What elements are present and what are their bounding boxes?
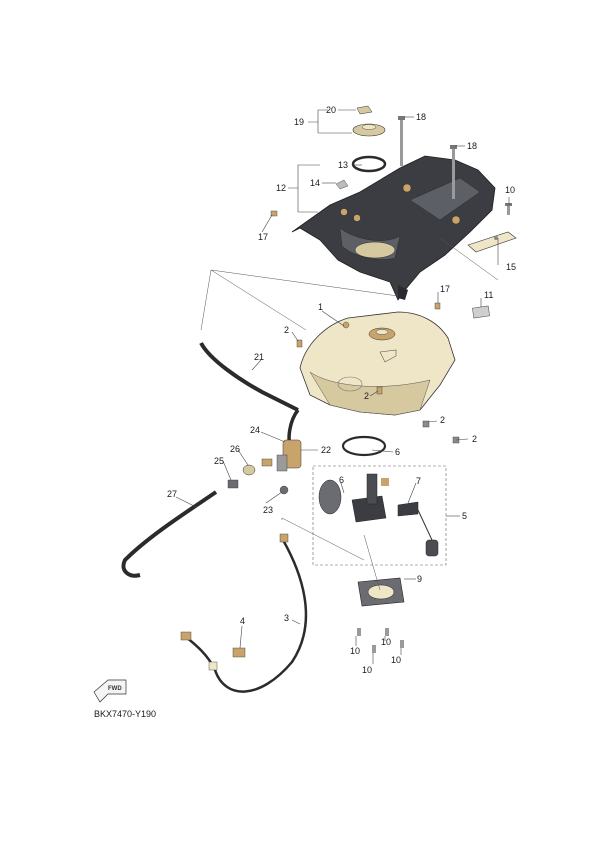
callout-1: 1: [318, 302, 323, 312]
callout-4: 4: [240, 616, 245, 626]
fuel-cap-parts: [335, 105, 387, 190]
flange-bolts: [357, 628, 404, 653]
callout-9: 9: [417, 574, 422, 584]
callout-6: 6: [339, 475, 344, 485]
callout-10: 10: [505, 185, 515, 195]
callout-2: 2: [284, 325, 289, 335]
callout-12: 12: [276, 183, 286, 193]
callout-3: 3: [284, 613, 289, 623]
callout-18: 18: [416, 112, 426, 122]
fuel-pump-assembly: [312, 465, 447, 566]
callout-22: 22: [321, 445, 331, 455]
fwd-label: FWD: [108, 686, 122, 692]
part-15-plate: [467, 231, 517, 253]
callout-2: 2: [364, 391, 369, 401]
callout-17: 17: [440, 284, 450, 294]
callout-10: 10: [350, 646, 360, 656]
callout-11: 11: [484, 290, 493, 300]
callout-5: 5: [462, 511, 467, 521]
callout-26: 26: [230, 444, 240, 454]
callout-21: 21: [254, 352, 264, 362]
callout-2: 2: [472, 434, 477, 444]
callout-25: 25: [214, 456, 224, 466]
callout-14: 14: [310, 178, 320, 188]
drawing-code: BKX7470-Y190: [94, 709, 156, 719]
callout-7: 7: [416, 476, 421, 486]
callout-2: 2: [440, 415, 445, 425]
callout-labels: 20 19 18 18 13 12 14 10 17 15 17 11 1 2 …: [167, 105, 516, 675]
callout-10: 10: [362, 665, 372, 675]
callout-10: 10: [381, 637, 391, 647]
callout-27: 27: [167, 489, 177, 499]
callout-6: 6: [395, 447, 400, 457]
tank-cover: [291, 155, 496, 301]
small-fittings: [180, 439, 302, 671]
cover-bolts: [270, 116, 512, 310]
hoses: [121, 341, 308, 693]
callout-23: 23: [263, 505, 273, 515]
callout-13: 13: [338, 160, 348, 170]
part-11-pad: [472, 305, 490, 319]
callout-20: 20: [326, 105, 336, 115]
callout-17: 17: [258, 232, 268, 242]
leader-lines: [175, 109, 510, 664]
flange-9: [357, 577, 405, 607]
fwd-arrow-icon: FWD: [93, 679, 127, 703]
callout-24: 24: [250, 425, 260, 435]
callout-15: 15: [506, 262, 516, 272]
fuel-tank: [299, 311, 456, 416]
callout-19: 19: [294, 117, 304, 127]
callout-10: 10: [391, 655, 401, 665]
callout-18: 18: [467, 141, 477, 151]
gasket-6: [341, 435, 387, 457]
